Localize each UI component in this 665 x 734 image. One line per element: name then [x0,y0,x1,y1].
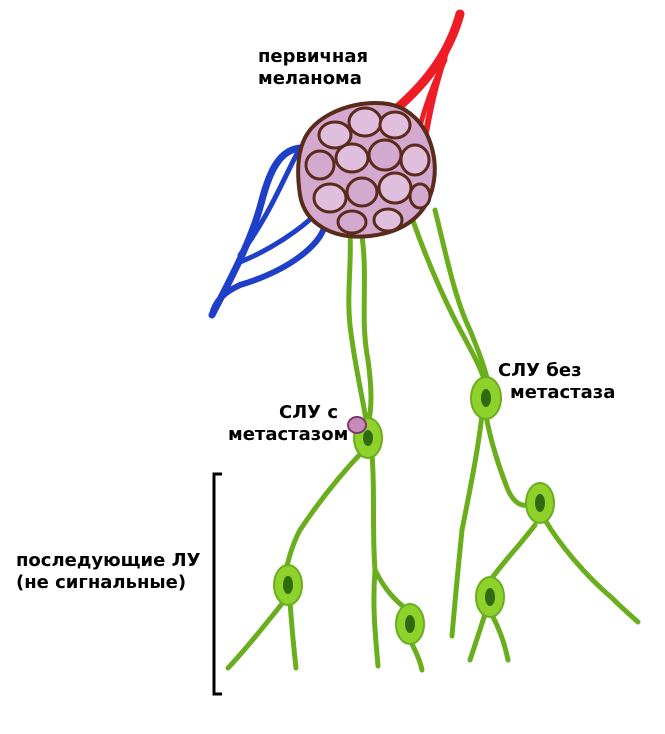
label-line: последующие ЛУ [16,550,201,571]
label-line: меланома [258,68,362,89]
label-line: (не сигнальные) [16,572,187,593]
lymph-node-subsequent-3 [525,482,555,524]
label-line: метастазом [228,424,349,445]
label-line: первичная [258,46,369,67]
metastasis-cell [347,416,367,434]
label-line: метастаза [510,382,616,403]
label-slu-with-metastasis: СЛУ с метастазом [228,402,349,446]
subsequent-nodes-bracket [212,472,222,696]
lymph-node-subsequent-2 [395,603,425,645]
primary-melanoma-tumor [296,101,437,239]
lymph-node-slu-no-metastasis [470,376,502,420]
label-line: СЛУ с [279,402,338,423]
label-primary-melanoma: первичная меланома [258,46,368,90]
label-slu-without-metastasis: СЛУ без метастаза [498,360,615,404]
label-subsequent-nodes: последующие ЛУ (не сигнальные) [16,550,200,594]
label-line: СЛУ без [498,360,582,381]
lymph-node-subsequent-1 [273,564,303,606]
lymph-vessels [225,207,641,673]
lymph-node-subsequent-4 [475,576,505,618]
